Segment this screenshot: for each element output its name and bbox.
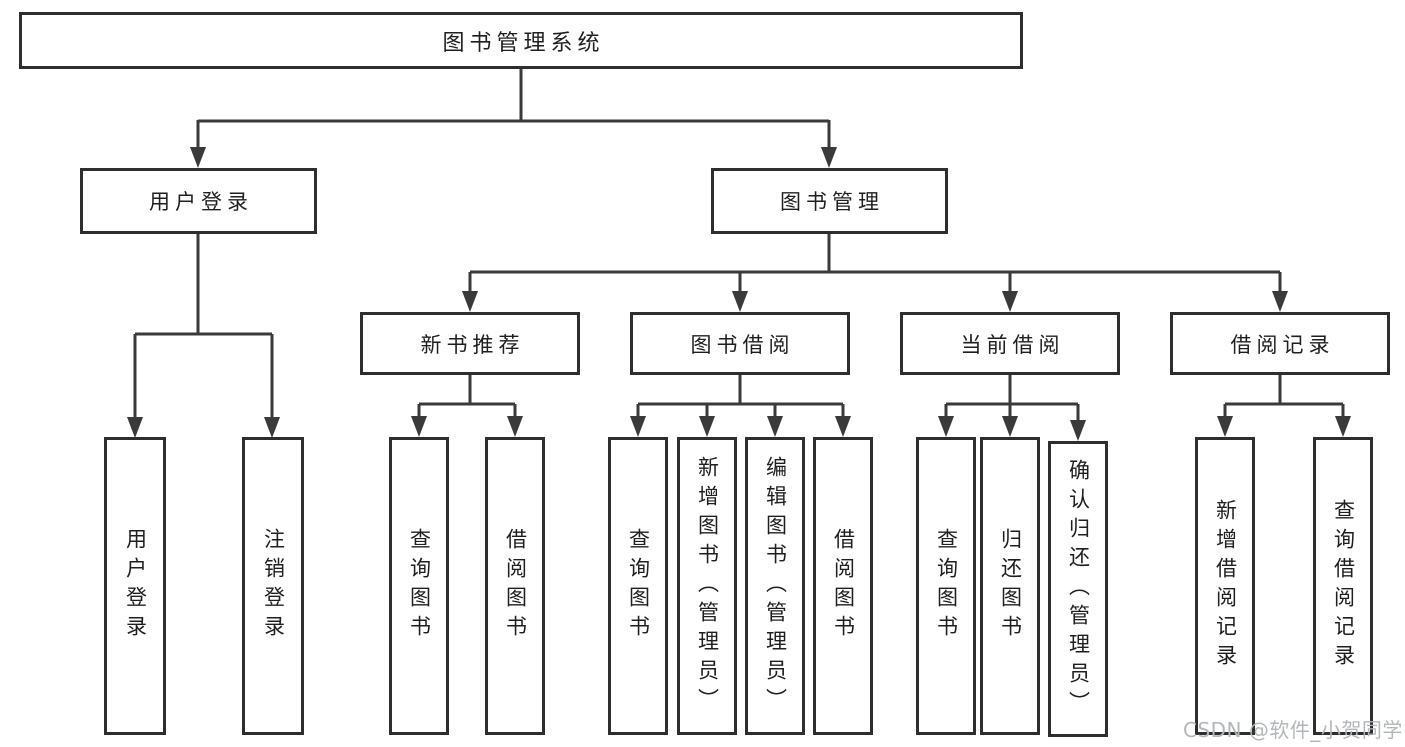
node-label: 查询借阅记录 (1331, 499, 1356, 673)
node-label: 注销登录 (261, 528, 286, 644)
node-label: 用户登录 (123, 528, 148, 644)
csdn-watermark: CSDN @软件_小贺同学 (1183, 718, 1403, 742)
node-query-books-borrowing: 查询图书 (608, 437, 668, 735)
node-label: 新增借阅记录 (1213, 499, 1238, 673)
node-query-books-recommend: 查询图书 (389, 437, 449, 735)
node-borrow-books-leaf: 借阅图书 (813, 437, 873, 735)
node-label: 查询图书 (407, 528, 432, 644)
node-label: 当前借阅 (960, 332, 1065, 357)
node-query-borrow-record: 查询借阅记录 (1313, 437, 1373, 735)
node-label: 归还图书 (998, 528, 1023, 644)
node-book-borrowing: 图书借阅 (630, 312, 850, 375)
node-label: 编辑图书（管理员） (763, 455, 788, 717)
node-label: 图书管理系统 (442, 30, 605, 56)
node-user-login-leaf: 用户登录 (104, 437, 166, 735)
node-label: 用户登录 (149, 190, 253, 214)
node-logout-leaf: 注销登录 (242, 437, 304, 735)
node-edit-book-admin: 编辑图书（管理员） (745, 437, 805, 735)
node-label: 图书借阅 (690, 332, 795, 357)
node-add-borrow-record: 新增借阅记录 (1195, 437, 1255, 735)
node-user-login-module: 用户登录 (80, 168, 317, 234)
node-borrowing-records: 借阅记录 (1170, 312, 1390, 375)
node-label: 新书推荐 (420, 332, 525, 357)
node-label: 借阅图书 (831, 528, 856, 644)
node-library-system: 图书管理系统 (19, 12, 1023, 69)
node-book-management: 图书管理 (711, 168, 948, 234)
node-label: 确认归还（管理员） (1066, 458, 1091, 720)
node-confirm-return-admin: 确认归还（管理员） (1048, 441, 1108, 737)
node-new-book-recommend: 新书推荐 (360, 312, 580, 375)
node-label: 查询图书 (626, 528, 651, 644)
node-label: 新增图书（管理员） (695, 455, 720, 717)
node-label: 借阅记录 (1230, 332, 1335, 357)
node-label: 图书管理 (780, 190, 884, 214)
node-add-book-admin: 新增图书（管理员） (677, 437, 737, 735)
node-current-borrowing: 当前借阅 (900, 312, 1120, 375)
node-label: 查询图书 (934, 528, 959, 644)
node-return-book: 归还图书 (980, 437, 1040, 735)
node-label: 借阅图书 (503, 528, 528, 644)
node-borrow-books-recommend: 借阅图书 (485, 437, 545, 735)
node-query-books-current: 查询图书 (916, 437, 976, 735)
